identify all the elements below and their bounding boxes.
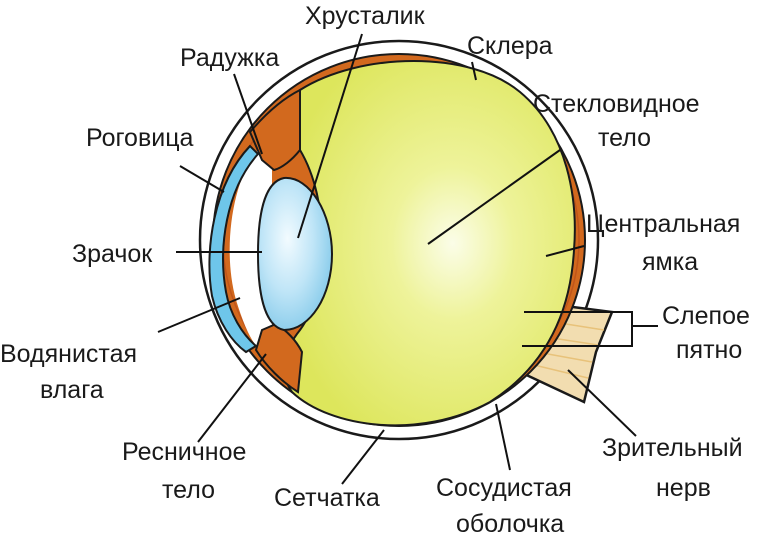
label-choroid-line1: Сосудистая [436,474,572,502]
label-ciliary-line2: тело [162,476,215,504]
label-aqueous-line2: влага [40,376,104,404]
label-vitreous-line2: тело [598,124,651,152]
label-lens: Хрусталик [305,2,426,30]
label-vitreous-line1: Стекловидное [533,90,700,118]
ciliary-body-upper-shape [248,88,301,172]
label-choroid-line2: оболочка [456,510,564,538]
label-fovea-line2: ямка [642,248,698,276]
leader-lines [157,33,658,485]
cornea-shape [208,144,260,354]
label-blind-spot-line2: пятно [676,336,742,364]
label-sclera: Склера [467,32,553,60]
label-pupil: Зрачок [72,240,153,268]
label-fovea-line1: Центральная [586,210,740,238]
label-iris: Радужка [180,44,279,72]
label-optic-nerve-line2: нерв [656,474,711,502]
label-ciliary-line1: Ресничное [122,438,246,466]
label-cornea: Роговица [86,124,194,152]
label-retina: Сетчатка [274,484,380,512]
label-aqueous-line1: Водянистая [0,340,137,368]
label-blind-spot-line1: Слепое [662,302,750,330]
lens-shape [256,176,334,332]
label-optic-nerve-line1: Зрительный [602,434,743,462]
